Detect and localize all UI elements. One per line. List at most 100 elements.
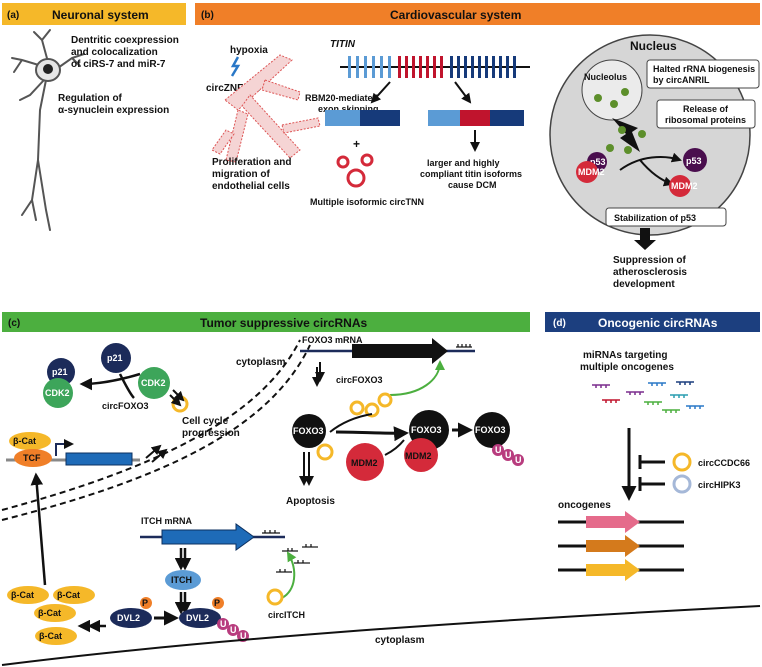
cdk2-bound: [43, 378, 73, 408]
mdm2-mid: [346, 443, 384, 481]
neuron-illustration: [11, 29, 85, 231]
mdm2-mid-label: MDM2: [351, 458, 378, 468]
ubiquitin-chain-dvl2: U U U: [217, 618, 249, 642]
membrane-inner: [1, 344, 311, 521]
foxo3-left: [292, 414, 326, 448]
p21-bound-label: p21: [52, 367, 68, 377]
panel-b-title: Cardiovascular system: [390, 8, 521, 22]
cell-membrane-bottom: [1, 605, 761, 666]
foxo3-right-label: FOXO3: [475, 425, 506, 435]
larger-text-1: larger and highly: [427, 158, 500, 168]
dvl2-left-label: DVL2: [117, 613, 140, 623]
bcat-2-label: β-Cat: [57, 590, 80, 600]
mirna-cluster: [592, 381, 704, 413]
titin-label: TITIN: [330, 39, 356, 50]
panel-b-header: (b) Cardiovascular system: [195, 3, 760, 25]
bcat-3-label: β-Cat: [38, 608, 61, 618]
halted-text-2: by circANRIL: [653, 75, 710, 85]
foxo3-mirna: [456, 344, 472, 348]
halted-text-1: Halted rRNA biogenesis: [653, 64, 755, 74]
suppression-text-2: atherosclerosis: [613, 267, 687, 278]
neuronal-text-2: and colocalization: [71, 47, 158, 58]
panel-a-tag: (a): [7, 10, 19, 21]
panel-d-header: (d) Oncogenic circRNAs: [545, 312, 760, 332]
suppression-text-1: Suppression of: [613, 255, 686, 266]
itch-label: ITCH: [171, 575, 192, 585]
mdm2-left-label: MDM2: [578, 167, 605, 177]
itch-protein: [165, 570, 201, 590]
dvl2-right: [179, 608, 221, 628]
prolif-text-3: endothelial cells: [212, 181, 290, 192]
circccdc66-ring: [672, 452, 692, 472]
rbm20-text-1: RBM20-mediated: [305, 93, 378, 103]
titin-gene: [340, 56, 530, 78]
panel-b-tag: (b): [201, 10, 214, 21]
bcat-pool: β-Cat β-Cat β-Cat β-Cat: [7, 586, 95, 645]
cytoplasm-top-label: cytoplasm: [236, 357, 286, 368]
cell-cycle-text-2: progression: [182, 428, 240, 439]
bcat-tcf-label: β-Cat: [13, 436, 36, 446]
stabilization-text: Stabilization of p53: [614, 213, 696, 223]
cell-cycle-text-1: Cell cycle: [182, 416, 229, 427]
foxo3-gene-arrow: [352, 338, 448, 364]
skipped-isoform: [325, 110, 400, 126]
neuronal-text-3: of ciRS-7 and miR-7: [71, 59, 166, 70]
bcat-tcf: [9, 432, 51, 450]
plus-sign: +: [353, 137, 360, 151]
neuronal-text-1: Dentritic coexpression: [71, 35, 179, 46]
circfoxo3-left-label: circFOXO3: [102, 401, 149, 411]
bcat-4-label: β-Cat: [39, 631, 62, 641]
mirnas-text-2: multiple oncogenes: [580, 362, 674, 373]
panel-d-tag: (d): [553, 318, 566, 329]
panel-d-title: Oncogenic circRNAs: [598, 316, 718, 330]
mdm2-right-label: MDM2: [671, 181, 698, 191]
release-text-1: Release of: [683, 104, 729, 114]
apoptosis-label: Apoptosis: [286, 496, 335, 507]
release-arrow: [612, 118, 640, 152]
multi-isoform-label: Multiple isoformic circTNN: [310, 197, 424, 207]
nucleus: Nucleus Nucleolus Halted rRNA biogenesis…: [549, 34, 760, 236]
oncogene-2: [558, 535, 684, 557]
dvl2-left: [110, 608, 152, 628]
circfoxo3-mid-label: circFOXO3: [336, 375, 383, 385]
cdk2-free-label: CDK2: [141, 378, 166, 388]
circitch-label: circITCH: [268, 610, 305, 620]
release-text-2: ribosomal proteins: [665, 115, 746, 125]
larger-text-2: compliant titin isoforms: [420, 169, 522, 179]
prolif-text-2: migration of: [212, 169, 270, 180]
oncogene-1: [558, 511, 684, 533]
panel-c-title: Tumor suppressive circRNAs: [200, 316, 367, 330]
oncogenes-label: oncogenes: [558, 500, 611, 511]
itch-mirna-cluster: [276, 544, 318, 573]
cdk2-bound-label: CDK2: [45, 388, 70, 398]
circitch-ring: [266, 588, 284, 606]
full-isoform: [428, 110, 524, 126]
p-left-label: P: [142, 598, 148, 608]
hypoxia-label: hypoxia: [230, 45, 268, 56]
mdm2-center-label: MDM2: [405, 451, 432, 461]
tcf-label: TCF: [23, 453, 41, 463]
foxo3-left-label: FOXO3: [293, 426, 324, 436]
nucleus-label: Nucleus: [630, 39, 677, 53]
prolif-text-1: Proliferation and: [212, 157, 291, 168]
panel-a-title: Neuronal system: [52, 8, 149, 22]
mirnas-text-1: miRNAs targeting: [583, 350, 667, 361]
larger-text-3: cause DCM: [448, 180, 497, 190]
panel-c-header: (c) Tumor suppressive circRNAs: [2, 312, 530, 332]
u-label-5: U: [230, 625, 237, 635]
oncogene-3: [558, 559, 684, 581]
circccdc66-label: circCCDC66: [698, 458, 750, 468]
circ-tnn-rings: [336, 153, 374, 188]
target-gene: [65, 452, 133, 466]
rbm20-text-2: exon skipping: [318, 104, 379, 114]
foxo3-right: [474, 412, 510, 448]
circznf292-label: circZNF292: [206, 83, 260, 94]
u-label-1: U: [495, 445, 502, 455]
circhipk3-label: circHIPK3: [698, 480, 741, 490]
p21-free-label: p21: [107, 353, 123, 363]
p21-free: [101, 343, 131, 373]
foxo3-mrna-label: FOXO3 mRNA: [302, 335, 363, 345]
bcat-translocation-arrow: [30, 472, 47, 586]
panel-c-tag: (c): [8, 318, 20, 329]
endothelial-cells-illustration: [211, 54, 321, 163]
